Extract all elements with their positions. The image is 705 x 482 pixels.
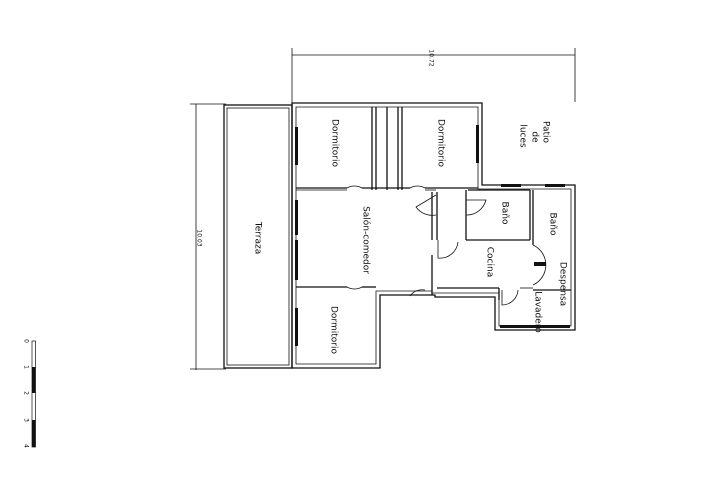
room-label-dormitorio: Dormitorio [329, 306, 339, 354]
room-label-cocina: Cocina [485, 247, 495, 277]
dimension-width: 10.72 [291, 48, 576, 105]
scale-label: 4 [23, 444, 30, 448]
scale-label: 2 [23, 391, 30, 395]
scale-bar: 0 1 2 3 4 [23, 339, 36, 448]
room-label-lavadero: Lavadero [533, 291, 543, 333]
exterior-wall [291, 102, 576, 369]
room-label-patio: de [530, 131, 540, 143]
room-label-despensa: Despensa [558, 262, 568, 306]
dimension-height: 10.03 [190, 103, 226, 370]
room-label-patio: luces [518, 124, 528, 148]
room-label-salon: Salón-comedor [361, 206, 372, 274]
room-label-terraza: Terraza [253, 221, 263, 255]
scale-label: 1 [23, 365, 30, 369]
scale-label: 0 [23, 339, 30, 343]
interior-walls [296, 107, 571, 300]
despensa-door-handle [534, 262, 546, 266]
room-label-bano: Baño [500, 202, 510, 225]
dimension-width-label: 10.72 [428, 49, 435, 66]
room-label-dormitorio: Dormitorio [436, 119, 446, 167]
windows [295, 125, 570, 346]
doors[interactable] [346, 185, 547, 306]
room-label-bano: Baño [548, 213, 558, 236]
room-label-patio: Patio [541, 121, 551, 144]
scale-label: 3 [23, 418, 30, 422]
room-label-dormitorio: Dormitorio [330, 119, 340, 167]
dimension-height-label: 10.03 [196, 229, 203, 246]
